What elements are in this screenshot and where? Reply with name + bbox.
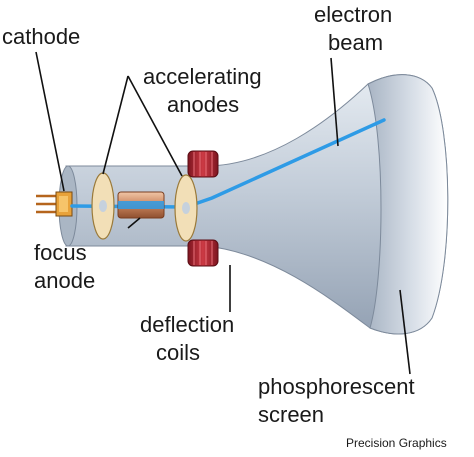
leader-electron-beam (330, 57, 339, 147)
phosphorescent-screen (367, 74, 449, 335)
leader-screen (399, 289, 411, 375)
label-deflection-coils-line1: deflection (140, 312, 235, 337)
focus-anode-element (117, 191, 165, 219)
label-phosphorescent-screen-line1: phosphorescent (258, 374, 415, 399)
credit-text: Precision Graphics (346, 436, 447, 450)
cathode-element (36, 191, 73, 217)
label-phosphorescent-screen-line2: screen (258, 402, 325, 427)
accelerating-anode-1 (91, 172, 115, 240)
label-electron-beam-line2: beam (328, 30, 384, 55)
leader-focus-anode (127, 217, 141, 229)
deflection-coil-top (187, 150, 219, 178)
deflection-coil-bottom (187, 239, 219, 267)
label-focus-anode-line2: anode (34, 268, 96, 293)
accelerating-anode-2 (174, 174, 198, 242)
leader-anode-1 (102, 75, 129, 175)
label-electron-beam-line1: electron (314, 2, 393, 27)
label-cathode: cathode (2, 24, 81, 49)
label-focus-anode-line1: focus (34, 240, 87, 265)
label-accelerating-anodes-line1: accelerating (143, 64, 262, 89)
label-accelerating-anodes-line2: anodes (167, 92, 240, 117)
label-deflection-coils-line2: coils (156, 340, 201, 365)
leader-cathode (35, 51, 65, 192)
leader-anode-2 (127, 75, 183, 177)
